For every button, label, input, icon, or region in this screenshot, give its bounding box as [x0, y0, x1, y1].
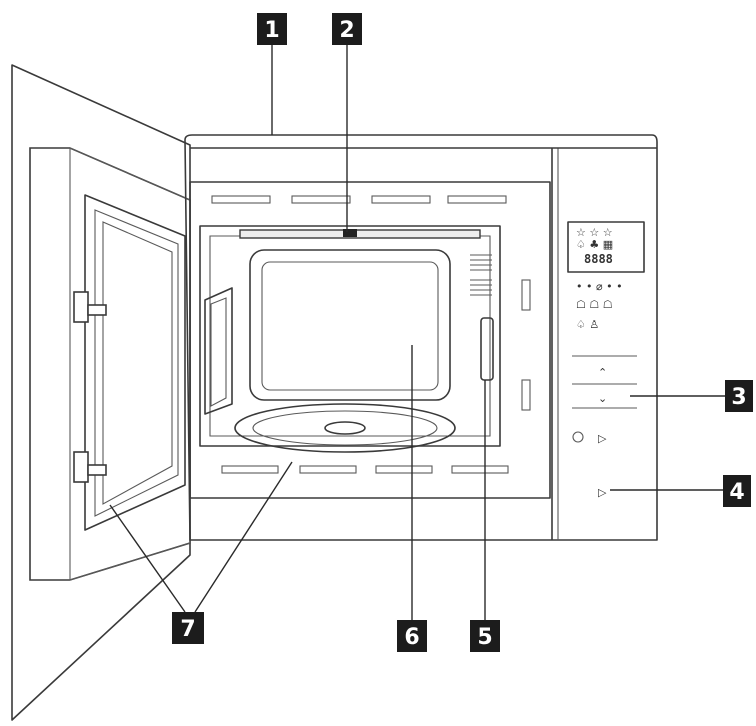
callout-7: 7 — [172, 612, 204, 644]
callout-3: 3 — [725, 380, 753, 412]
svg-text:♤ ♙: ♤ ♙ — [576, 318, 599, 331]
svg-text:3: 3 — [731, 385, 746, 410]
svg-text:♤ ♣ ▦: ♤ ♣ ▦ — [576, 238, 613, 251]
housing — [184, 134, 658, 541]
svg-text:▷: ▷ — [598, 432, 607, 445]
callout-4: 4 — [723, 475, 751, 507]
svg-text:5: 5 — [477, 625, 492, 650]
control-panel: ☆ ☆ ☆ ♤ ♣ ▦ 8888 • • ⌀ • • ☖ ☖ ☖ ♤ ♙ ⌃ ⌄… — [567, 221, 645, 499]
start-button[interactable]: ▷ — [598, 486, 607, 499]
callout-6: 6 — [397, 620, 427, 652]
svg-text:2: 2 — [339, 18, 354, 43]
display-digits: 8888 — [584, 252, 613, 266]
svg-text:• • ⌀ • •: • • ⌀ • • — [576, 280, 623, 293]
svg-text:6: 6 — [404, 625, 419, 650]
svg-text:☆ ☆ ☆: ☆ ☆ ☆ — [576, 226, 613, 239]
oven-cavity — [189, 181, 551, 499]
callout-5: 5 — [470, 620, 500, 652]
svg-text:7: 7 — [180, 617, 195, 642]
svg-text:1: 1 — [264, 18, 279, 43]
callout-1: 1 — [257, 13, 287, 45]
door — [11, 64, 191, 721]
down-button[interactable]: ⌄ — [598, 392, 607, 405]
svg-text:☖ ☖ ☖: ☖ ☖ ☖ — [576, 298, 613, 311]
leader-lines — [109, 45, 725, 620]
svg-text:4: 4 — [729, 480, 744, 505]
callout-2: 2 — [332, 13, 362, 45]
up-button[interactable]: ⌃ — [598, 366, 607, 379]
